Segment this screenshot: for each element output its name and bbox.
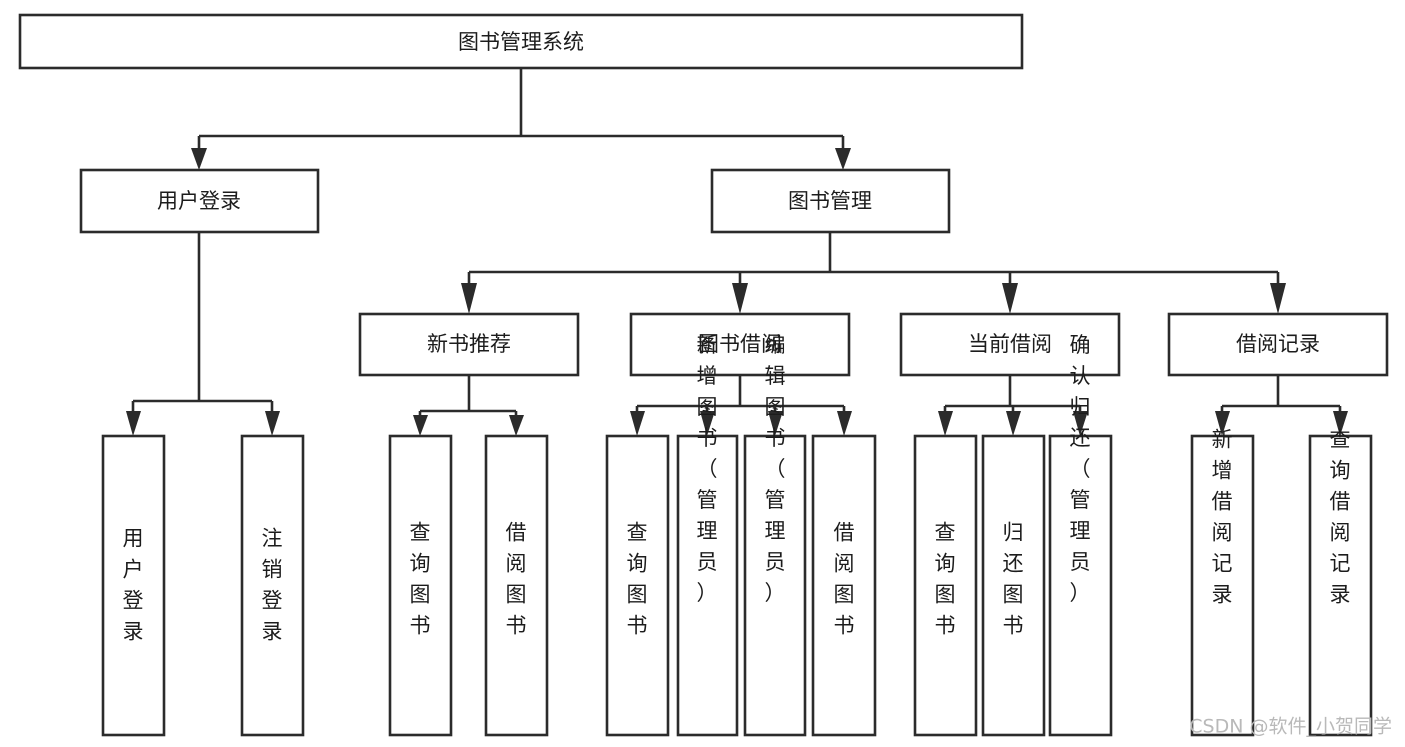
node-leaf-query-book-3-box[interactable] <box>913 434 978 737</box>
node-leaf-user-login[interactable]: 用户登录 <box>101 434 166 737</box>
arrow-head-leaf-logout <box>265 411 280 436</box>
arrow-head-book-management <box>835 148 851 170</box>
arrow-head-leaf-user-login <box>126 411 141 436</box>
node-leaf-query-book-3[interactable]: 查询图书 <box>913 434 978 737</box>
node-leaf-logout-box[interactable] <box>240 434 305 737</box>
node-root-label: 图书管理系统 <box>458 30 584 54</box>
node-leaf-edit-book-box[interactable] <box>743 434 807 737</box>
arrow-head-current-borrow <box>1002 283 1018 314</box>
node-book-management[interactable]: 图书管理 <box>710 168 951 234</box>
node-leaf-query-record[interactable]: 查询借阅记录 <box>1308 428 1373 737</box>
node-leaf-confirm-return[interactable]: 确认归还（管理员） <box>1048 333 1113 737</box>
arrow-head-leaf-query-record <box>1333 411 1348 436</box>
arrow-head-leaf-query-book-2 <box>630 411 645 436</box>
arrow-head-leaf-borrow-book-2 <box>837 411 852 436</box>
node-leaf-edit-book[interactable]: 编辑图书（管理员） <box>743 333 807 737</box>
node-leaf-borrow-book-2-box[interactable] <box>811 434 877 737</box>
node-leaf-add-record-label: 新增借阅记录 <box>1212 428 1233 607</box>
node-leaf-edit-book-label: 编辑图书（管理员） <box>765 333 786 605</box>
node-leaf-query-record-label: 查询借阅记录 <box>1330 428 1351 607</box>
node-leaf-return-book[interactable]: 归还图书 <box>981 434 1046 737</box>
node-current-borrow[interactable]: 当前借阅 <box>899 312 1121 377</box>
node-new-book-recommend-label: 新书推荐 <box>427 332 511 356</box>
node-book-borrow-label: 图书借阅 <box>698 332 782 356</box>
node-leaf-borrow-book-1[interactable]: 借阅图书 <box>484 434 549 737</box>
node-leaf-query-record-box[interactable] <box>1308 434 1373 737</box>
node-leaf-borrow-book-1-label: 借阅图书 <box>506 521 527 638</box>
node-leaf-user-login-box[interactable] <box>101 434 166 737</box>
node-borrow-record[interactable]: 借阅记录 <box>1167 312 1389 377</box>
node-leaf-borrow-book-2-label: 借阅图书 <box>834 521 855 638</box>
node-leaf-logout-label: 注销登录 <box>262 527 283 644</box>
csdn-watermark: CSDN @软件_小贺同学 <box>1189 716 1392 738</box>
node-leaf-query-book-2[interactable]: 查询图书 <box>605 434 670 737</box>
node-root-box[interactable] <box>18 13 1024 70</box>
node-book-borrow-box[interactable] <box>629 312 851 377</box>
arrow-head-user-login <box>191 148 207 170</box>
node-user-login-box[interactable] <box>79 168 320 234</box>
arrow-head-leaf-query-book-1 <box>413 415 428 436</box>
node-leaf-confirm-return-box[interactable] <box>1048 434 1113 737</box>
node-leaf-add-book-box[interactable] <box>676 434 739 737</box>
node-leaf-query-book-1[interactable]: 查询图书 <box>388 434 453 737</box>
arrow-head-leaf-query-book-3 <box>938 411 953 436</box>
node-leaf-query-book-1-box[interactable] <box>388 434 453 737</box>
node-current-borrow-label: 当前借阅 <box>968 332 1052 356</box>
node-user-login-label: 用户登录 <box>157 189 241 213</box>
node-borrow-record-box[interactable] <box>1167 312 1389 377</box>
arrow-head-borrow-record <box>1270 283 1286 314</box>
node-leaf-logout[interactable]: 注销登录 <box>240 434 305 737</box>
node-leaf-add-book[interactable]: 新增图书（管理员） <box>676 333 739 737</box>
arrow-head-new-book-recommend <box>461 283 477 314</box>
arrow-head-book-borrow <box>732 283 748 314</box>
connector-layer <box>126 68 1348 436</box>
node-leaf-query-book-2-box[interactable] <box>605 434 670 737</box>
arrow-head-leaf-borrow-book-1 <box>509 415 524 436</box>
node-leaf-add-record[interactable]: 新增借阅记录 <box>1190 428 1255 737</box>
arrow-head-leaf-confirm-return <box>1073 411 1088 436</box>
node-book-management-label: 图书管理 <box>788 189 872 213</box>
arrow-head-leaf-edit-book <box>768 411 783 436</box>
node-leaf-add-record-box[interactable] <box>1190 434 1255 737</box>
node-book-borrow[interactable]: 图书借阅 <box>629 312 851 377</box>
node-new-book-recommend-box[interactable] <box>358 312 580 377</box>
node-leaf-query-book-2-label: 查询图书 <box>627 521 648 638</box>
node-leaf-return-book-box[interactable] <box>981 434 1046 737</box>
node-current-borrow-box[interactable] <box>899 312 1121 377</box>
node-leaf-borrow-book-2[interactable]: 借阅图书 <box>811 434 877 737</box>
node-user-login[interactable]: 用户登录 <box>79 168 320 234</box>
node-book-management-box[interactable] <box>710 168 951 234</box>
node-leaf-confirm-return-label: 确认归还（管理员） <box>1070 333 1091 605</box>
arrow-head-leaf-return-book <box>1006 411 1021 436</box>
node-leaf-borrow-book-1-box[interactable] <box>484 434 549 737</box>
node-new-book-recommend[interactable]: 新书推荐 <box>358 312 580 377</box>
node-leaf-query-book-1-label: 查询图书 <box>410 521 431 638</box>
node-leaf-add-book-label: 新增图书（管理员） <box>697 333 718 605</box>
node-leaf-return-book-label: 归还图书 <box>1003 521 1024 638</box>
node-leaf-query-book-3-label: 查询图书 <box>935 521 956 638</box>
arrow-head-leaf-add-record <box>1215 411 1230 436</box>
node-leaf-user-login-label: 用户登录 <box>123 527 144 644</box>
node-borrow-record-label: 借阅记录 <box>1236 332 1320 356</box>
arrow-head-leaf-add-book <box>700 411 715 436</box>
node-root[interactable]: 图书管理系统 <box>18 13 1024 70</box>
